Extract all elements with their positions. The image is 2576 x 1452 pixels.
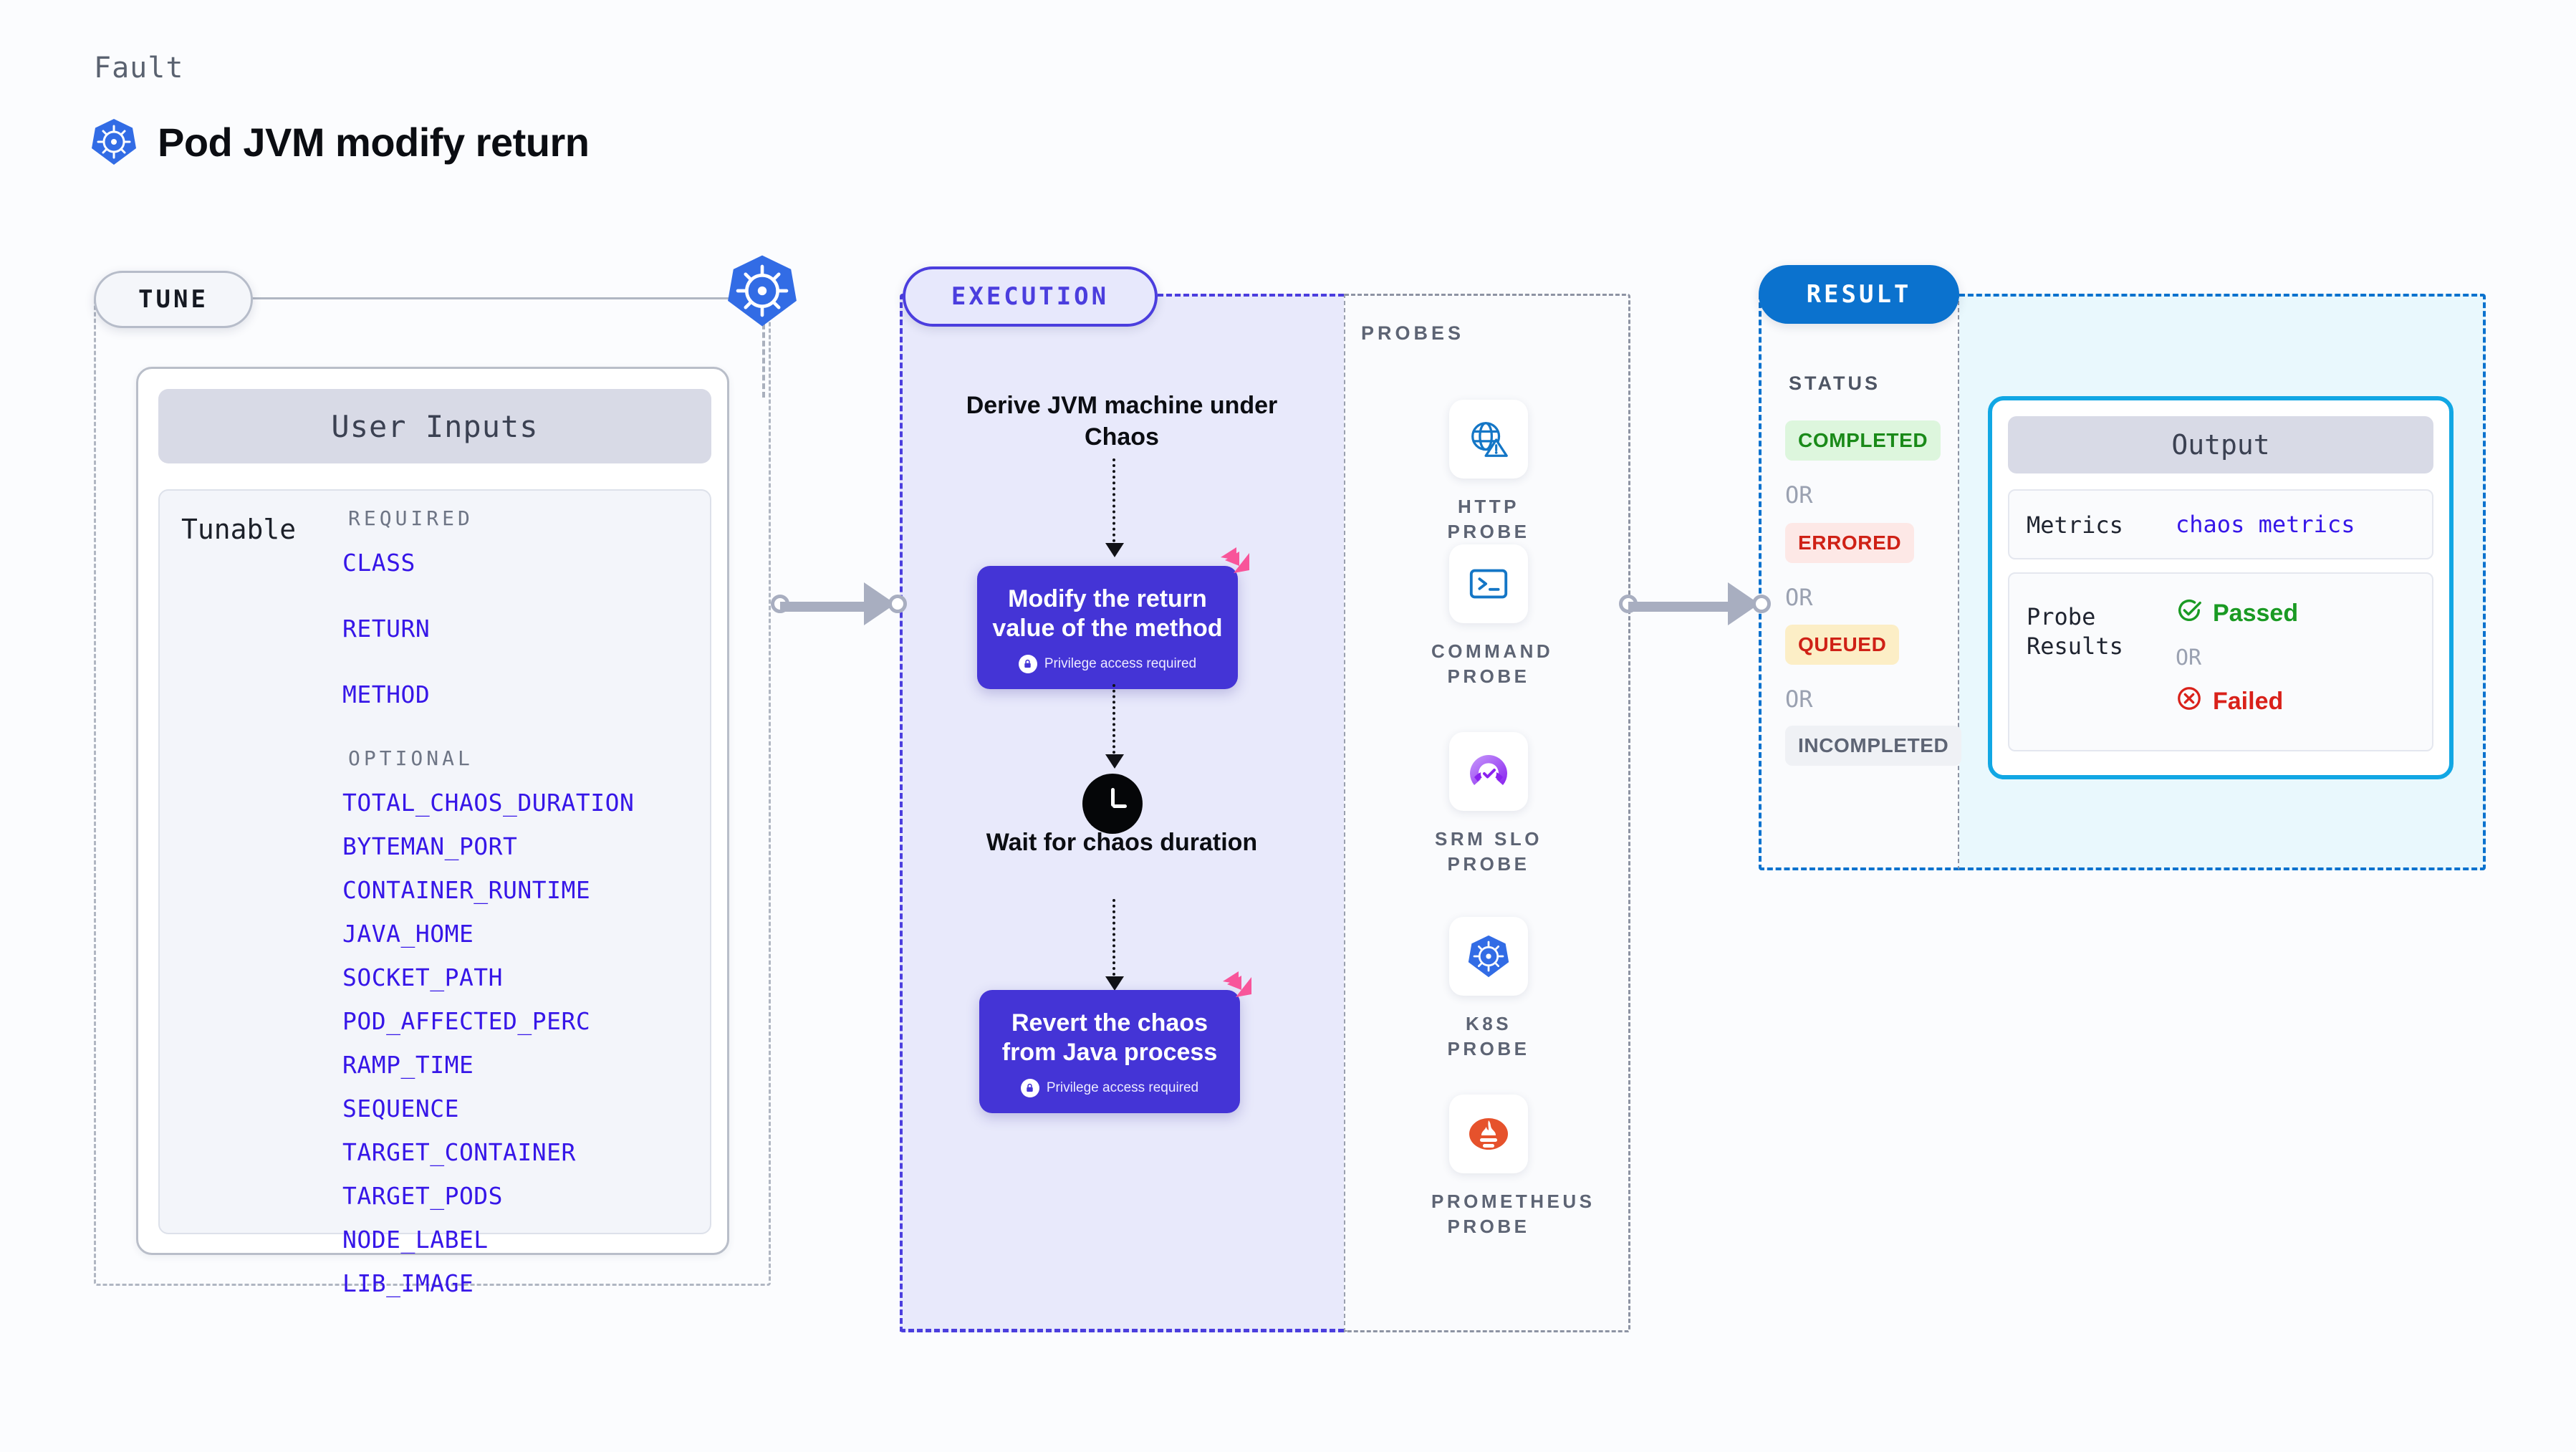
param-node-label[interactable]: NODE_LABEL [342,1226,489,1254]
status-badge-completed: COMPLETED [1785,420,1941,461]
param-pod-affected-perc[interactable]: POD_AFFECTED_PERC [342,1007,591,1035]
probes-title: PROBES [1361,322,1465,344]
clock-icon [1082,774,1143,834]
probe-command-label: COMMAND PROBE [1431,640,1554,688]
output-row-probe-results: Probe Results Passed OR [2008,572,2433,751]
probe-srm-slo[interactable]: SRM SLO PROBE [1431,732,1546,877]
privilege-text-1: Privilege access required [1044,655,1197,671]
probe-prometheus-label: PROMETHEUS PROBE [1431,1191,1595,1238]
privilege-text-2: Privilege access required [1046,1080,1199,1095]
lock-icon [1018,654,1037,673]
prometheus-icon [1449,1095,1528,1173]
arrow-wait-to-revert [1105,899,1124,991]
check-circle-icon [2176,597,2203,630]
probe-result-passed: Passed [2176,597,2298,630]
tune-kubernetes-icon [728,254,797,331]
action-modify-return-label: Modify the return value of the method [992,585,1223,642]
arrow-derive-to-modify [1105,458,1124,557]
tune-pill[interactable]: TUNE [94,271,253,328]
probe-prometheus[interactable]: PROMETHEUS PROBE [1431,1095,1595,1239]
group-label-required: REQUIRED [348,506,474,530]
result-pill[interactable]: RESULT [1759,265,1959,324]
kubernetes-icon [92,118,136,165]
output-card: Output Metrics chaos metrics Probe Resul… [1988,396,2454,779]
status-badge-incompleted: INCOMPLETED [1785,726,1962,766]
probe-command[interactable]: COMMAND PROBE [1431,544,1554,689]
action-modify-return[interactable]: Modify the return value of the method Pr… [977,566,1238,689]
user-inputs-card: User Inputs Tunable REQUIRED CLASS RETUR… [136,367,729,1297]
status-title: STATUS [1789,372,1880,394]
tunable-body: Tunable REQUIRED CLASS RETURN METHOD OPT… [158,489,711,1297]
probe-result-failed-label: Failed [2213,688,2284,715]
status-or-2: OR [1785,584,1813,611]
kubernetes-icon [1449,917,1528,996]
param-lib-image[interactable]: LIB_IMAGE [342,1269,474,1297]
parameter-list: REQUIRED CLASS RETURN METHOD OPTIONAL TO… [342,506,701,1313]
param-return[interactable]: RETURN [342,615,431,643]
eyebrow-label: Fault [94,52,184,85]
action-revert-chaos[interactable]: Revert the chaos from Java process Privi… [979,990,1240,1113]
probe-results-key: Probe Results [2027,602,2123,661]
terminal-icon [1449,544,1528,623]
param-socket-path[interactable]: SOCKET_PATH [342,963,504,991]
status-badge-errored: ERRORED [1785,523,1915,563]
status-or-3: OR [1785,686,1813,713]
probe-http[interactable]: HTTP PROBE [1431,400,1546,544]
status-badge-queued: QUEUED [1785,625,1900,665]
output-title: Output [2008,416,2433,473]
param-container-runtime[interactable]: CONTAINER_RUNTIME [342,876,591,904]
page-title-row: Pod JVM modify return [92,118,590,165]
output-row-metrics: Metrics chaos metrics [2008,489,2433,559]
execution-region-bottom-edge [900,1329,1344,1332]
result-region [1759,294,1959,870]
probe-k8s[interactable]: K8S PROBE [1431,917,1546,1062]
kubernetes-stem-line [762,315,765,398]
user-inputs-title: User Inputs [158,389,711,463]
metrics-value[interactable]: chaos metrics [2176,511,2355,538]
lock-icon [1020,1078,1039,1097]
execution-pill[interactable]: EXECUTION [903,266,1158,327]
probe-results-key-line1: Probe [2027,603,2096,630]
x-circle-icon [2176,685,2203,718]
litmus-badge-icon-1 [1218,544,1252,579]
step-derive-jvm: Derive JVM machine under Chaos [966,392,1278,451]
probe-result-passed-label: Passed [2213,600,2299,627]
srm-slo-icon [1449,732,1528,811]
param-ramp-time[interactable]: RAMP_TIME [342,1051,474,1079]
arrow-modify-to-wait [1105,684,1124,769]
step-wait-chaos: Wait for chaos duration [986,829,1258,856]
param-byteman-port[interactable]: BYTEMAN_PORT [342,832,518,860]
globe-warning-icon [1449,400,1528,479]
probe-k8s-label: K8S PROBE [1447,1013,1530,1060]
param-sequence[interactable]: SEQUENCE [342,1095,459,1122]
probe-srm-slo-label: SRM SLO PROBE [1435,828,1542,875]
param-total-chaos-duration[interactable]: TOTAL_CHAOS_DURATION [342,789,635,817]
litmus-badge-icon-2 [1220,968,1254,1003]
param-class[interactable]: CLASS [342,549,415,577]
tunable-label: Tunable [181,514,297,545]
status-or-1: OR [1785,481,1813,509]
param-java-home[interactable]: JAVA_HOME [342,920,474,948]
page-title: Pod JVM modify return [158,119,590,165]
probe-results-key-line2: Results [2027,632,2123,660]
metrics-key: Metrics [2027,511,2123,539]
action-revert-chaos-label: Revert the chaos from Java process [1001,1009,1218,1066]
action-modify-return-note: Privilege access required [990,654,1225,673]
param-target-container[interactable]: TARGET_CONTAINER [342,1138,576,1166]
probe-http-label: HTTP PROBE [1447,496,1530,543]
group-label-optional: OPTIONAL [348,746,474,770]
probe-result-failed: Failed [2176,685,2283,718]
action-revert-chaos-note: Privilege access required [992,1078,1227,1097]
tune-lead-line [254,297,756,299]
param-method[interactable]: METHOD [342,681,431,708]
param-target-pods[interactable]: TARGET_PODS [342,1182,504,1210]
probe-result-or: OR [2176,645,2202,670]
